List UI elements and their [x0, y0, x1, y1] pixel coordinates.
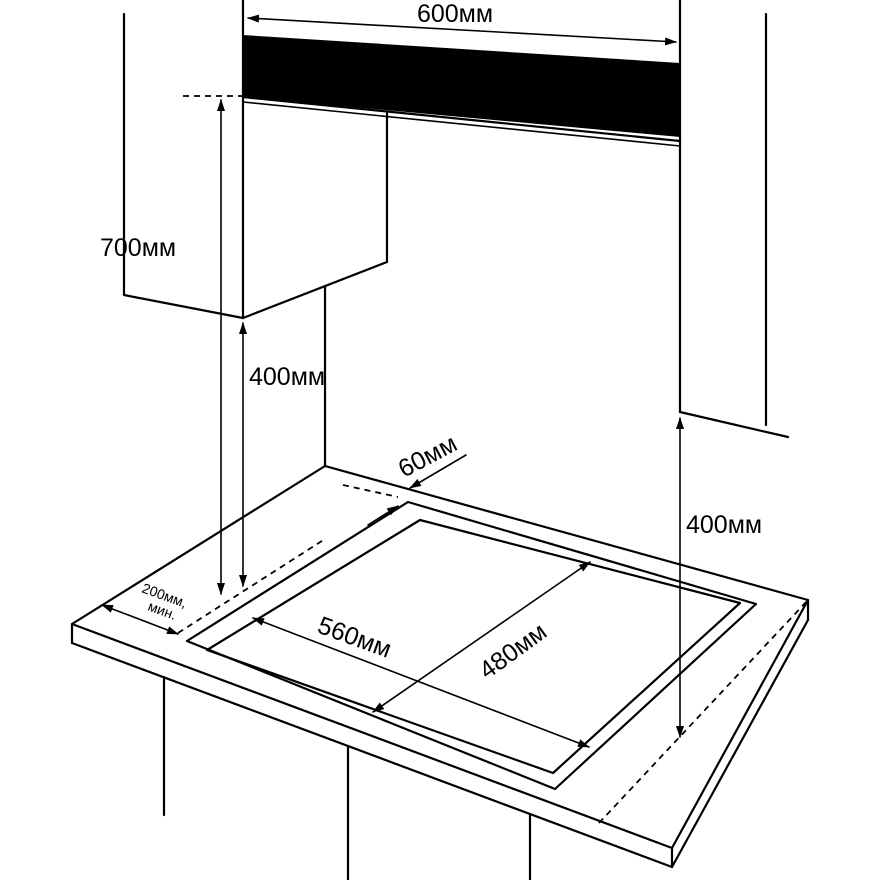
arrow-back-offset-top	[409, 454, 467, 489]
arrow-side-clearance	[101, 604, 179, 635]
label-height-400-right: 400мм	[686, 511, 762, 539]
label-cutout-width: 560мм	[314, 611, 395, 663]
dimension-arrows	[101, 14, 684, 748]
right-wall-cabinet	[678, 0, 790, 439]
label-height-700: 700мм	[100, 234, 176, 262]
label-width-top: 600мм	[417, 0, 493, 28]
arrow-cutout-depth	[372, 561, 591, 713]
arrow-back-offset-bottom	[367, 505, 399, 526]
clearance-lines	[177, 95, 809, 824]
extraction-hood	[241, 35, 682, 147]
label-cutout-depth: 480мм	[474, 617, 552, 684]
label-back-offset: 60мм	[394, 429, 462, 483]
hob-outline	[185, 500, 758, 791]
label-height-400-left: 400мм	[249, 363, 325, 391]
arrow-width-top	[247, 14, 677, 46]
